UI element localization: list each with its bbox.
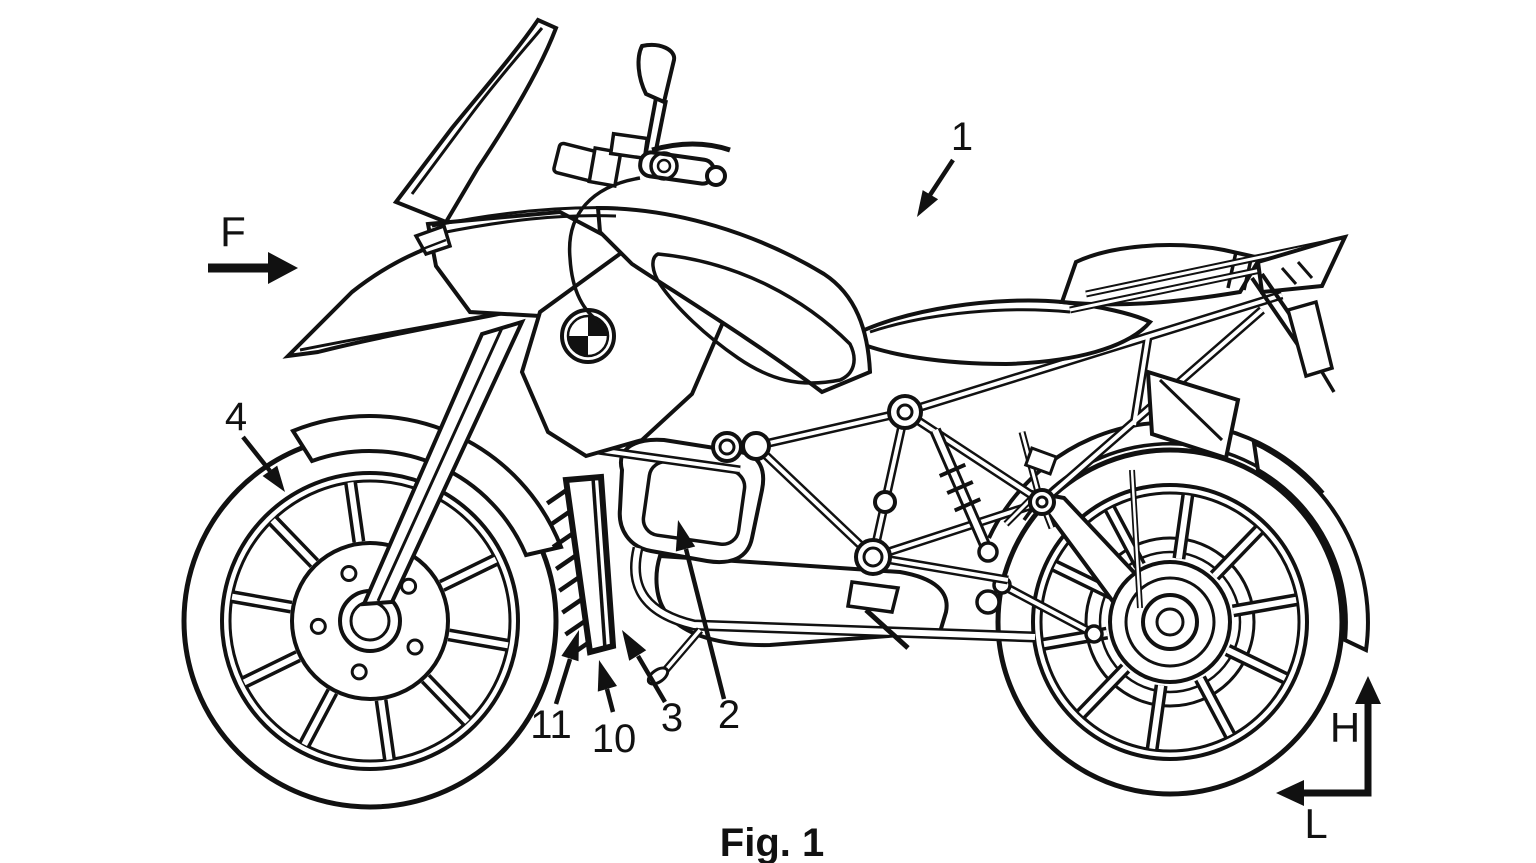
brake-pedal [864,608,910,650]
label-1: 1 [951,115,973,159]
brake-lever [651,141,731,153]
body-fairing [413,176,873,459]
front-direction-arrow: F [208,208,298,284]
ref-3-annotation: 3 [622,630,683,740]
label-3: 3 [661,696,683,740]
windscreen [392,17,559,225]
mirror [636,43,677,153]
label-11: 11 [530,703,572,747]
footpeg-bracket [845,580,901,614]
rear-turn-signal [1250,272,1336,393]
ref-4-annotation: 4 [225,395,285,492]
label-L: L [1304,800,1327,847]
brand-roundel-icon [560,308,616,364]
rear-hugger-fender [1251,439,1370,653]
rear-side-panel [1145,369,1241,461]
ref-10-annotation: 10 [592,660,637,761]
brake-cable [567,176,641,324]
radiator-strip [545,473,617,659]
seat-and-tail [843,234,1349,461]
front-fork [360,318,526,607]
rear-shock [929,427,999,563]
ref-2-annotation: 2 [675,520,740,737]
label-H: H [1330,704,1360,751]
coordinate-axes: H L [1276,676,1381,847]
handlebar [552,131,731,189]
label-2: 2 [718,693,740,737]
figure-caption: Fig. 1 [720,821,824,863]
exhaust [629,546,1036,686]
ref-11-annotation: 11 [530,630,579,747]
ref-1-annotation: 1 [917,115,973,217]
annotations: F 1 4 11 10 3 [208,115,1381,863]
label-10: 10 [592,717,637,761]
label-F: F [220,208,246,255]
front-fender [290,414,564,558]
rider-seat [843,298,1154,367]
label-4: 4 [225,395,247,439]
